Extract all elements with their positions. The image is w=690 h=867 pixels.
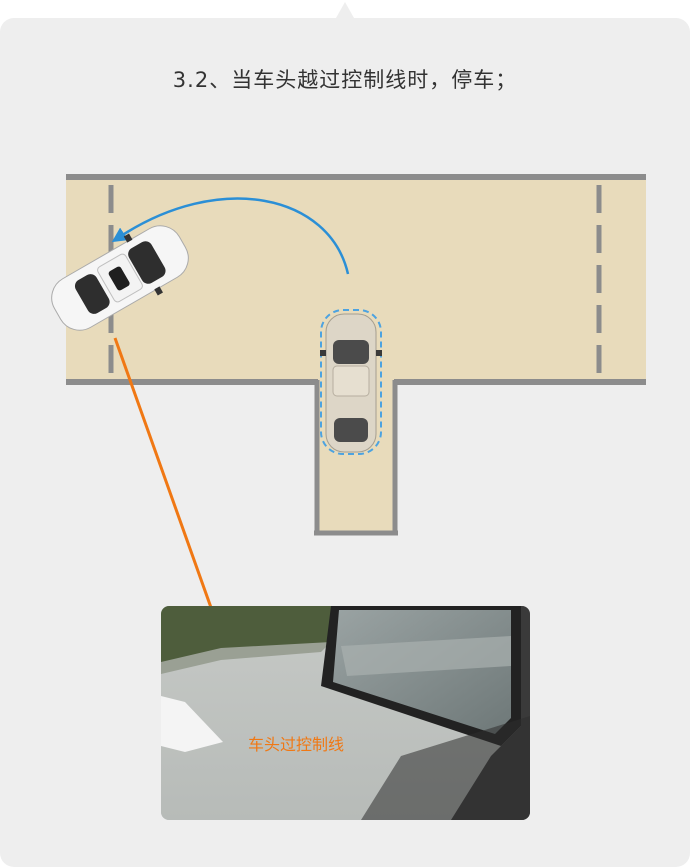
car-crossing-line	[51, 225, 189, 331]
photo-caption: 车头过控制线	[248, 735, 345, 754]
step-title: 3.2、当车头越过控制线时，停车；	[172, 68, 518, 92]
drive-path-arrow	[111, 197, 350, 275]
car-in-garage	[320, 309, 382, 455]
mirror-photo	[161, 606, 530, 820]
speech-notch	[336, 2, 354, 18]
